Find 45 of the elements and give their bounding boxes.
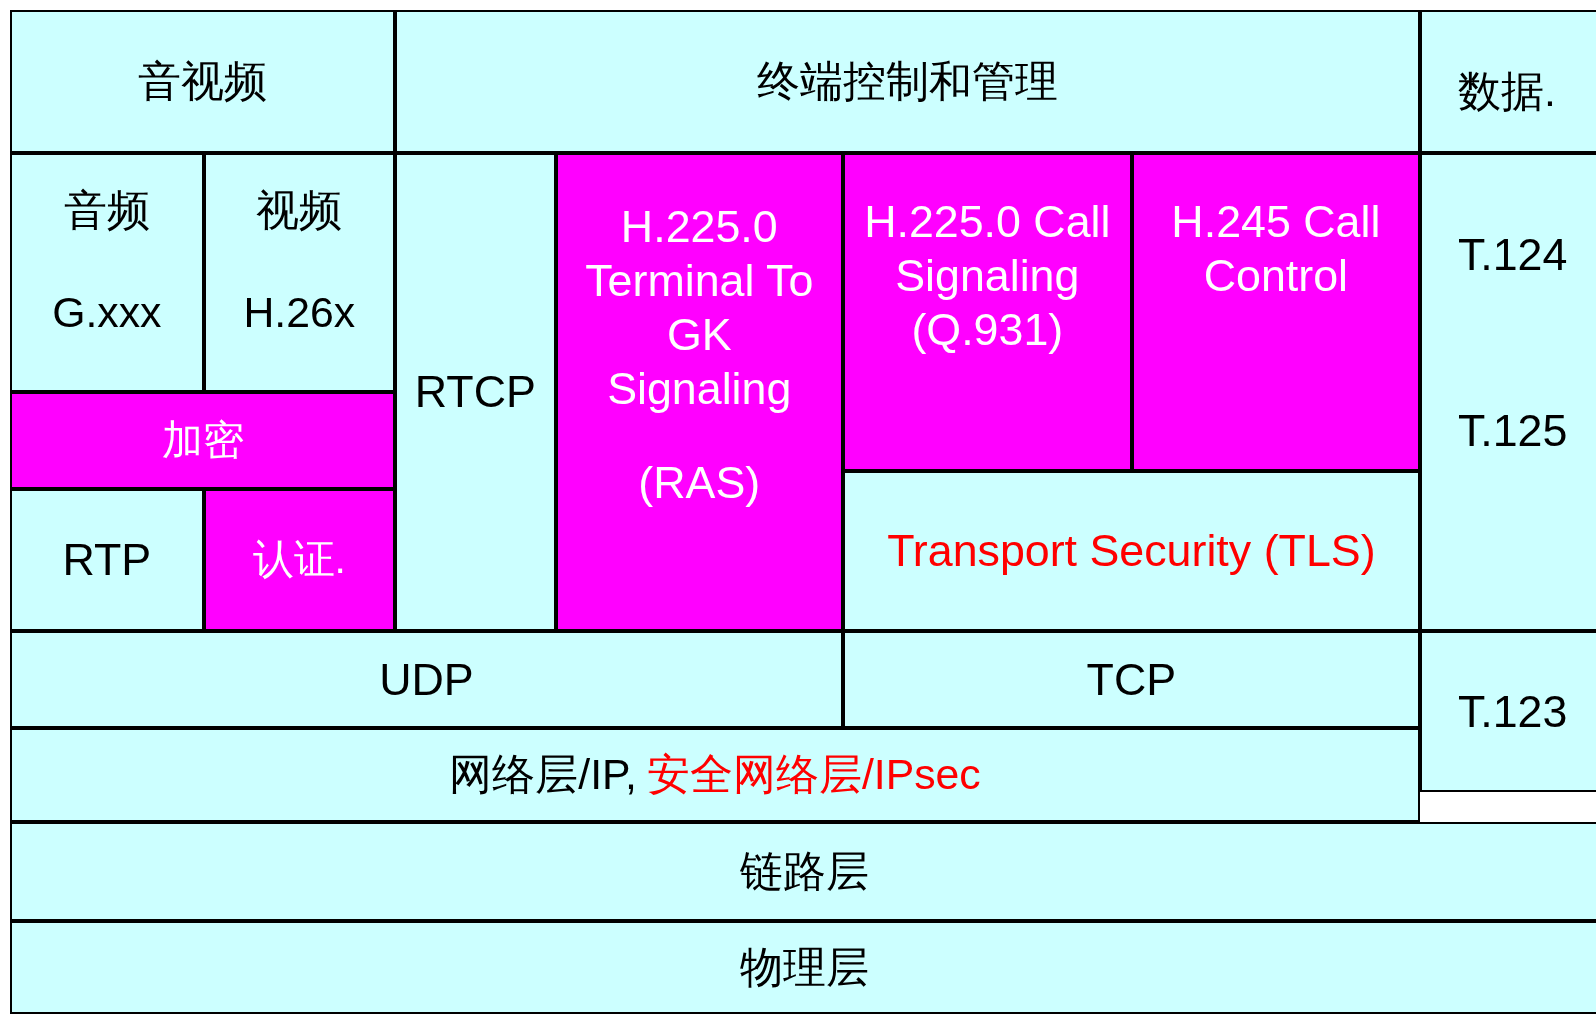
protocol-box	[203, 152, 395, 392]
box-label: RTP	[62, 532, 152, 586]
box-label: G.xxx	[52, 287, 162, 339]
protocol-box	[842, 152, 1132, 472]
protocol-box	[10, 10, 395, 153]
protocol-box	[555, 152, 843, 632]
protocol-box	[10, 488, 204, 632]
box-label: 视频	[256, 185, 343, 237]
box-label: H.26x	[243, 287, 356, 339]
protocol-box	[394, 152, 556, 632]
protocol-box	[10, 727, 1420, 823]
box-label: H.245 Call Control	[1170, 195, 1382, 303]
box-label: 认证.	[252, 535, 346, 585]
box-label: T.123	[1457, 684, 1568, 738]
box-label: UDP	[379, 652, 474, 706]
box-label: Transport Security (TLS)	[887, 524, 1376, 578]
protocol-box	[842, 471, 1420, 632]
protocol-box	[842, 631, 1420, 728]
box-label: TCP	[1086, 652, 1177, 706]
box-label: 链路层	[739, 846, 869, 898]
box-label: 加密	[161, 415, 244, 465]
box-label: 终端控制和管理	[756, 55, 1058, 107]
protocol-box	[10, 391, 395, 489]
box-label: (RAS)	[638, 456, 761, 510]
protocol-box	[10, 921, 1596, 1014]
box-label: 安全网络层/IPsec	[646, 749, 981, 801]
box-label: 数据.	[1457, 65, 1556, 117]
box-label: T.125	[1457, 403, 1568, 457]
protocol-box	[10, 631, 843, 728]
box-label: 物理层	[739, 941, 869, 993]
box-label: H.225.0 Terminal To GK Signaling	[584, 200, 815, 415]
protocol-box	[1419, 152, 1596, 632]
box-label: T.124	[1457, 227, 1568, 281]
protocol-box	[1131, 152, 1420, 472]
protocol-box	[10, 152, 204, 392]
box-label: 音视频	[138, 55, 268, 107]
protocol-box	[203, 488, 395, 632]
protocol-box	[10, 822, 1596, 922]
box-label: H.225.0 Call Signaling (Q.931)	[863, 195, 1112, 356]
protocol-box	[1419, 631, 1596, 792]
box-label: 音频	[63, 185, 150, 237]
protocol-box	[394, 10, 1420, 153]
box-label: RTCP	[414, 365, 536, 418]
protocol-box	[1419, 10, 1596, 153]
box-label: 网络层/IP,	[449, 749, 637, 801]
